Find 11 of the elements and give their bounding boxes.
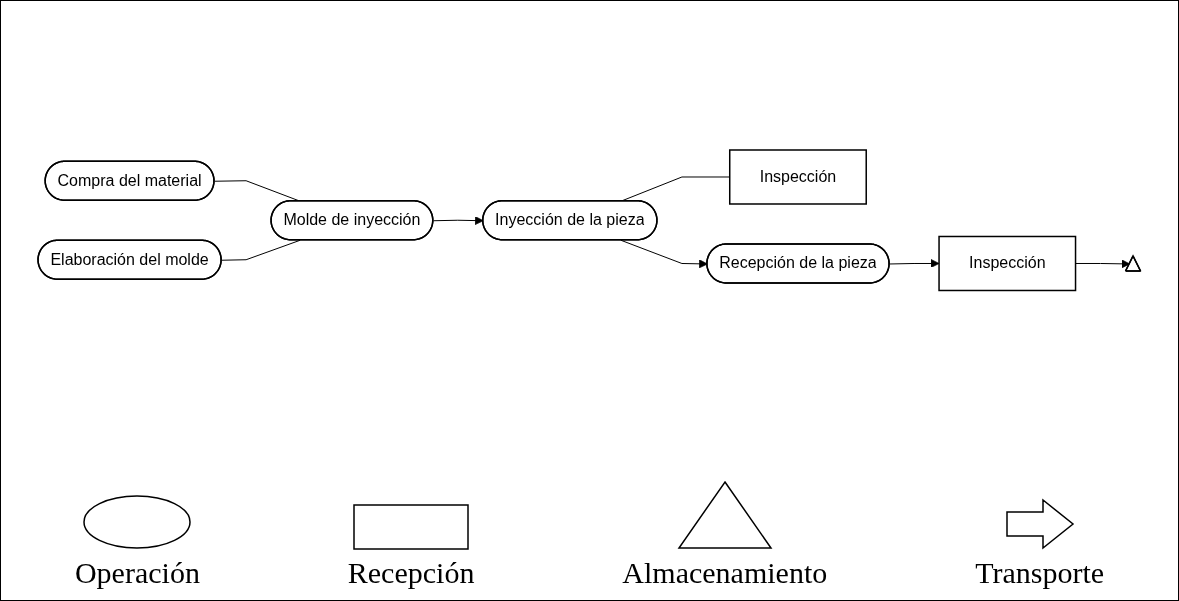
legend-text: Operación — [74, 556, 200, 590]
arrow — [432, 216, 484, 226]
connector — [221, 240, 301, 261]
legend-text: Transporte — [975, 556, 1105, 590]
arrow — [620, 240, 708, 269]
arrow — [889, 259, 940, 269]
node-box: Inspección — [938, 236, 1077, 292]
legend-text: Almacenamiento — [622, 556, 828, 590]
arrow — [1075, 259, 1131, 269]
legend-text: Recepción — [347, 556, 475, 590]
node-box: Inspección — [729, 149, 868, 205]
